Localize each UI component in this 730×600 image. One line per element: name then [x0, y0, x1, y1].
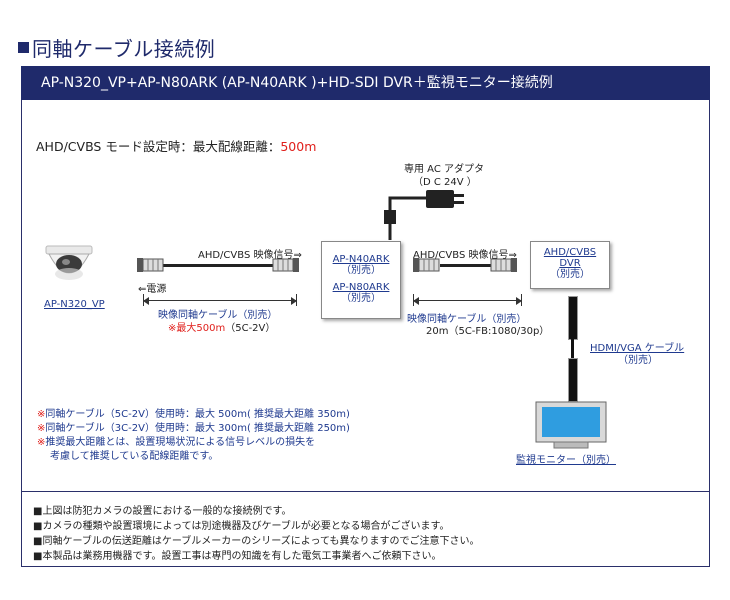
- cable1-name: 映像同軸ケーブル（別売）: [158, 310, 278, 321]
- ark-sold-1: （別売）: [341, 265, 381, 276]
- note-text: 同軸ケーブル（5C-2V）使用時：最大 500m( 推奨最大距離 350m): [45, 409, 350, 420]
- cable1-max: ※最大500m（5C-2V）: [168, 319, 275, 334]
- hdmi-cable-sold: （別売）: [618, 355, 658, 366]
- note-mark: ※: [37, 437, 46, 448]
- cable2-name: 映像同軸ケーブル（別売）: [407, 314, 527, 325]
- dvr-model-1: AHD/CVBS: [543, 247, 597, 258]
- ark-device-box: AP-N40ARK （別売） AP-N80ARK （別売）: [321, 241, 401, 319]
- dvr-model-2: DVR: [559, 258, 581, 269]
- footer-line: ■上図は防犯カメラの設置における一般的な接続例です。: [33, 506, 292, 517]
- ark-model-2: AP-N80ARK: [332, 282, 390, 293]
- max-distance-value: 500m: [280, 139, 317, 154]
- note-text: 推奨最大距離とは、設置現場状況による信号レベルの損失を: [45, 437, 316, 448]
- hdmi-cable-name: HDMI/VGA ケーブル: [590, 343, 685, 354]
- dvr-sold: （別売）: [550, 269, 590, 280]
- adapter-label-1: 専用 AC アダプタ: [404, 164, 485, 175]
- footer-line: ■カメラの種類や設置環境によっては別途機器及びケーブルが必要となる場合がございま…: [33, 521, 450, 532]
- note-line: ※同軸ケーブル（5C-2V）使用時：最大 500m( 推奨最大距離 350m): [37, 405, 350, 420]
- note-text: 考慮して推奨している配線距離です。: [50, 451, 219, 462]
- ark-model-1: AP-N40ARK: [332, 254, 390, 265]
- footer-line: ■同軸ケーブルの伝送距離はケーブルメーカーのシリーズによっても異なりますのでご注…: [33, 536, 480, 547]
- note-line: 考慮して推奨している配線距離です。: [50, 447, 218, 462]
- diagram-banner: AP-N320_VP+AP-N80ARK (AP-N40ARK )+HD-SDI…: [21, 66, 710, 100]
- dvr-device-box: AHD/CVBS DVR （別売）: [530, 241, 610, 289]
- cable2-length-arrow: [413, 297, 522, 305]
- adapter-label-2: （D C 24V ）: [413, 177, 477, 188]
- cable1-length-arrow: [143, 297, 297, 305]
- bnc-connector-icon: [137, 258, 164, 272]
- bnc-connector-icon: [413, 258, 440, 272]
- cable2-spec: 20m（5C-FB:1080/30p）: [426, 326, 550, 337]
- note-mark: ※: [37, 423, 46, 434]
- note-line: ※同軸ケーブル（3C-2V）使用時：最大 300m( 推奨最大距離 250m): [37, 419, 350, 434]
- max-distance-line: AHD/CVBS モード設定時：最大配線距離：500m: [36, 136, 316, 155]
- note-mark: ※: [37, 409, 46, 420]
- note-text: 同軸ケーブル（3C-2V）使用時：最大 300m( 推奨最大距離 250m): [45, 423, 350, 434]
- ac-adapter-icon: [384, 190, 464, 240]
- square-bullet-icon: [18, 42, 29, 53]
- max-distance-label: AHD/CVBS モード設定時：最大配線距離：: [36, 139, 281, 154]
- cable2-signal-label: AHD/CVBS 映像信号⇒: [413, 250, 517, 261]
- dome-camera-icon: [45, 245, 93, 280]
- page-title: 同軸ケーブル接続例: [18, 33, 215, 62]
- coax-cable-1: [162, 264, 274, 267]
- hdmi-connector-top: [568, 296, 578, 340]
- page-title-text: 同軸ケーブル接続例: [32, 37, 216, 61]
- footer-notes: ■上図は防犯カメラの設置における一般的な接続例です。 ■カメラの種類や設置環境に…: [21, 491, 710, 567]
- monitor-label: 監視モニター（別売）: [516, 455, 616, 466]
- ark-sold-2: （別売）: [341, 293, 381, 304]
- monitor-icon: [535, 401, 607, 449]
- hdmi-connector-bottom: [568, 358, 578, 402]
- cable1-spec: （5C-2V）: [225, 323, 276, 334]
- cable1-power-label: ⇐電源: [138, 284, 167, 295]
- bnc-connector-icon: [272, 258, 299, 272]
- coax-cable-2: [440, 264, 492, 267]
- hdmi-cable: [571, 338, 574, 362]
- camera-label: AP-N320_VP: [44, 299, 105, 310]
- bnc-connector-icon: [490, 258, 517, 272]
- note-line: ※推奨最大距離とは、設置現場状況による信号レベルの損失を: [37, 433, 315, 448]
- footer-line: ■本製品は業務用機器です。設置工事は専門の知識を有した電気工事業者へご依頼下さい…: [33, 551, 442, 562]
- cable1-signal-label: AHD/CVBS 映像信号⇒: [198, 250, 302, 261]
- cable1-max-value: ※最大500m: [168, 323, 226, 334]
